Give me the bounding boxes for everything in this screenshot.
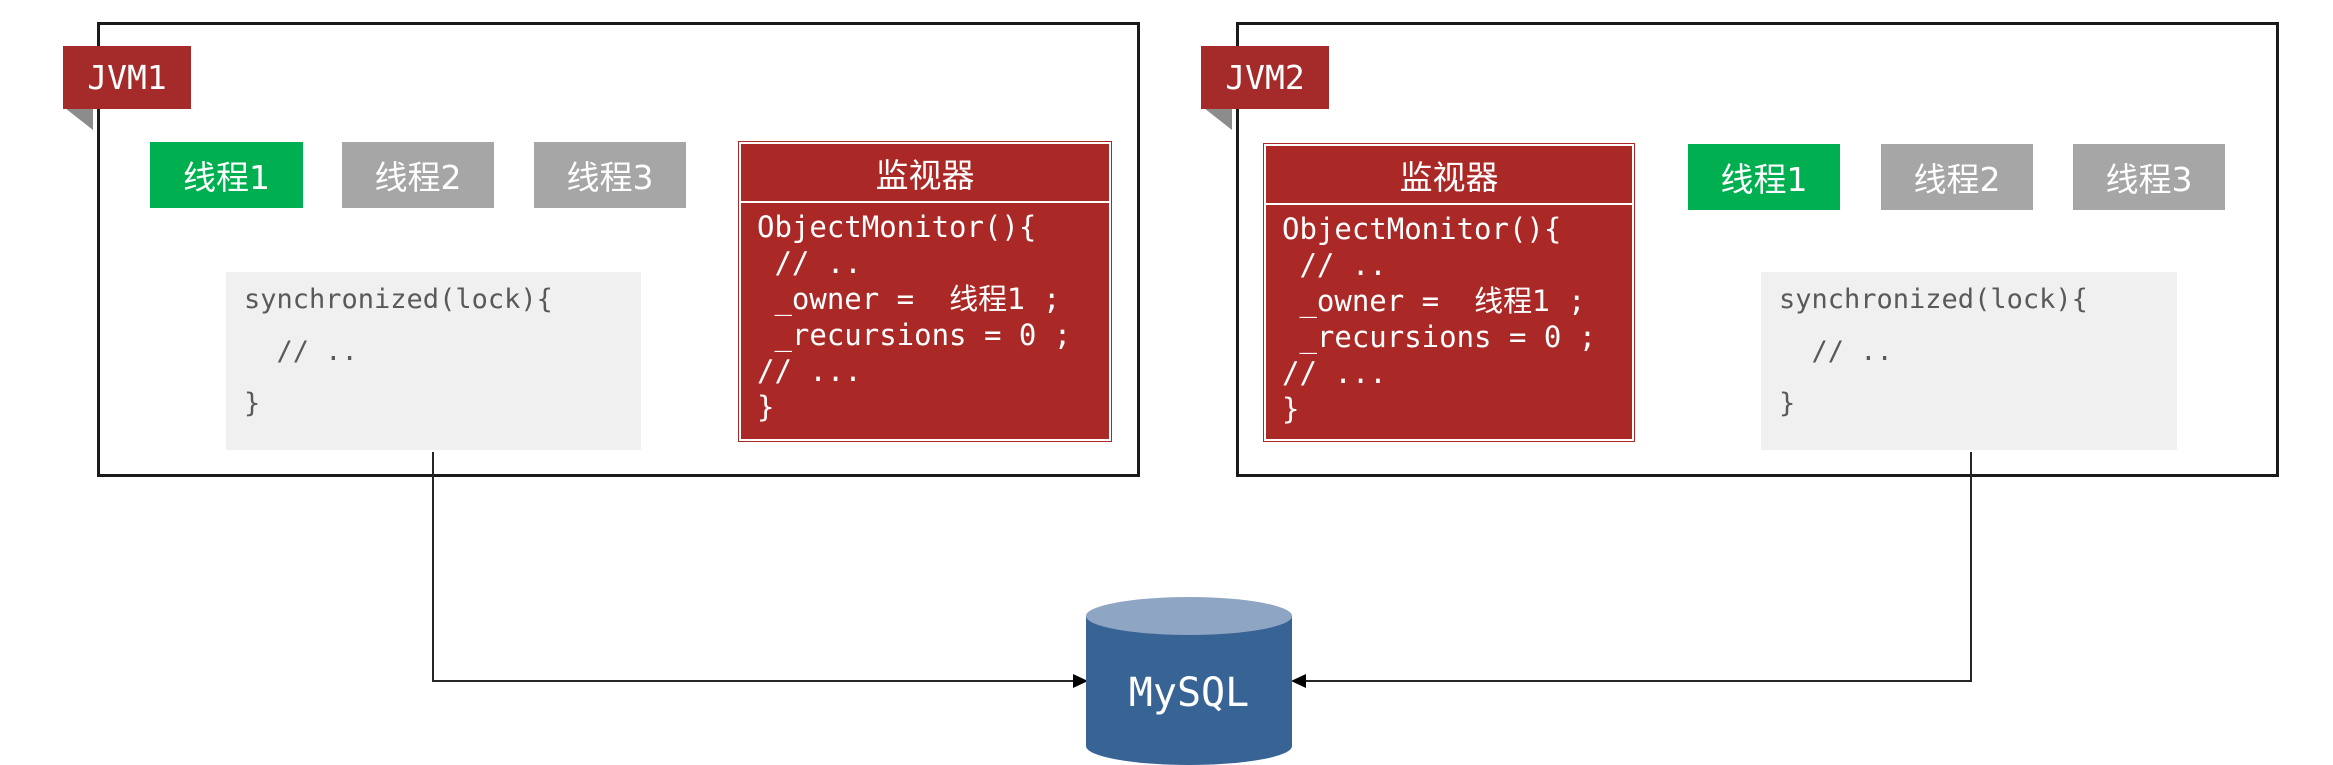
database-label: MySQL [1128, 670, 1250, 716]
monitor-owner-line: _owner = 线程1 ; [1282, 283, 1632, 319]
code-line: synchronized(lock){ [1779, 284, 2088, 315]
monitor-line: // .. [1282, 248, 1387, 282]
jvm2-code-block: synchronized(lock){ // .. } [1761, 272, 2177, 450]
jvm2-monitor-title: 监视器 [1266, 146, 1632, 205]
owner-value: 线程1 [1474, 284, 1551, 318]
db-cylinder-body [1086, 616, 1292, 765]
monitor-line: ObjectMonitor(){ [757, 210, 1037, 244]
db-cylinder-top [1086, 597, 1292, 635]
owner-suffix: ; [1550, 284, 1586, 318]
jvm2-monitor-code: ObjectMonitor(){ // .. _owner = 线程1 ; _r… [1266, 205, 1632, 427]
code-line: synchronized(lock){ [244, 284, 553, 315]
jvm1-arrowhead [1073, 674, 1088, 688]
monitor-line: ObjectMonitor(){ [1282, 212, 1562, 246]
code-line: // .. [1779, 336, 1893, 367]
jvm2-tag: JVM2 [1201, 46, 1329, 109]
jvm1-monitor: 监视器 ObjectMonitor(){ // .. _owner = 线程1 … [738, 141, 1112, 442]
jvm1-thread-2: 线程2 [342, 142, 494, 208]
owner-value: 线程1 [949, 282, 1026, 316]
monitor-line: _recursions = 0 ; [757, 318, 1072, 352]
jvm1-thread-3: 线程3 [534, 142, 686, 208]
monitor-line: // ... [1282, 356, 1387, 390]
jvm1-tag-fold [65, 108, 93, 130]
jvm2-to-db-connector [1304, 452, 1972, 682]
monitor-line: _recursions = 0 ; [1282, 320, 1597, 354]
monitor-line: // ... [757, 354, 862, 388]
jvm2-thread-3: 线程3 [2073, 144, 2225, 210]
owner-suffix: ; [1025, 282, 1061, 316]
monitor-owner-line: _owner = 线程1 ; [757, 281, 1109, 317]
jvm2-thread-2: 线程2 [1881, 144, 2033, 210]
jvm1-monitor-title: 监视器 [741, 144, 1109, 203]
jvm1-monitor-code: ObjectMonitor(){ // .. _owner = 线程1 ; _r… [741, 203, 1109, 425]
jvm2-tag-fold [1204, 108, 1232, 130]
monitor-line: // .. [757, 246, 862, 280]
jvm2-thread-1: 线程1 [1688, 144, 1840, 210]
jvm1-thread-1: 线程1 [150, 142, 303, 208]
jvm1-tag: JVM1 [63, 46, 191, 109]
code-line: } [244, 388, 261, 419]
code-line: // .. [244, 336, 358, 367]
jvm1-to-db-connector [432, 452, 1075, 682]
jvm2-arrowhead [1291, 674, 1306, 688]
code-line: } [1779, 388, 1796, 419]
owner-prefix: _owner = [1282, 284, 1457, 318]
monitor-line: } [1282, 392, 1300, 426]
jvm2-monitor: 监视器 ObjectMonitor(){ // .. _owner = 线程1 … [1263, 143, 1635, 442]
monitor-line: } [757, 390, 775, 424]
owner-prefix: _owner = [757, 282, 932, 316]
mysql-database-icon [1086, 597, 1292, 765]
jvm1-code-block: synchronized(lock){ // .. } [226, 272, 641, 450]
